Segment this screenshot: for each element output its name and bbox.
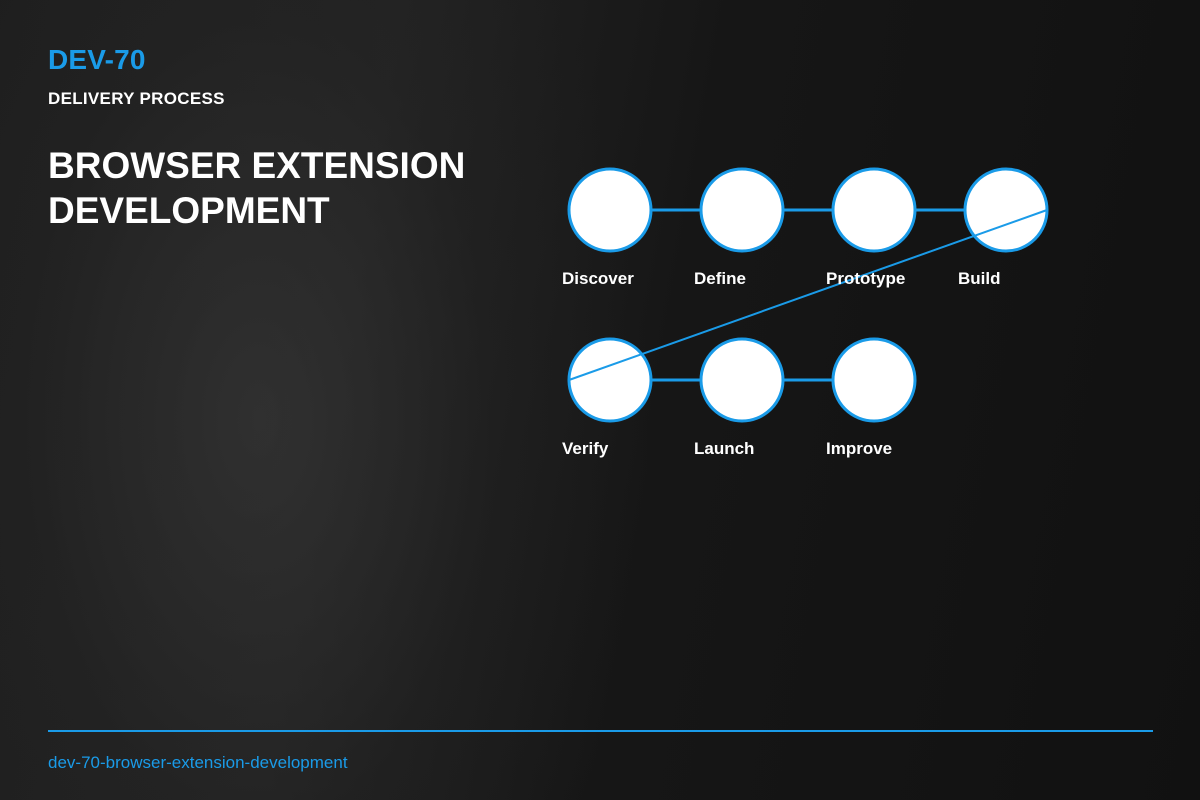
step-node-define [699,167,785,253]
step-node-verify [567,337,653,423]
step-node-prototype [831,167,917,253]
process-nodes [567,167,1049,423]
step-label-improve: Improve [826,439,892,458]
step-label-define: Define [694,269,746,288]
step-label-launch: Launch [694,439,754,458]
step-label-verify: Verify [562,439,609,458]
doc-subtitle: DELIVERY PROCESS [48,89,225,108]
page-title: BROWSER EXTENSION DEVELOPMENT [48,143,508,233]
step-node-launch [699,337,785,423]
doc-code: DEV-70 [48,44,146,75]
step-node-build [963,167,1049,253]
step-label-prototype: Prototype [826,269,905,288]
footer-slug: dev-70-browser-extension-development [48,753,348,772]
step-node-discover [567,167,653,253]
step-label-build: Build [958,269,1001,288]
footer-divider [48,730,1153,732]
row-wrap-connector [568,209,1048,381]
page-title-line-2: DEVELOPMENT [48,190,330,231]
page-title-line-1: BROWSER EXTENSION [48,145,466,186]
step-label-discover: Discover [562,269,634,288]
row-wrap-connector-group [568,209,1048,381]
step-node-improve [831,337,917,423]
